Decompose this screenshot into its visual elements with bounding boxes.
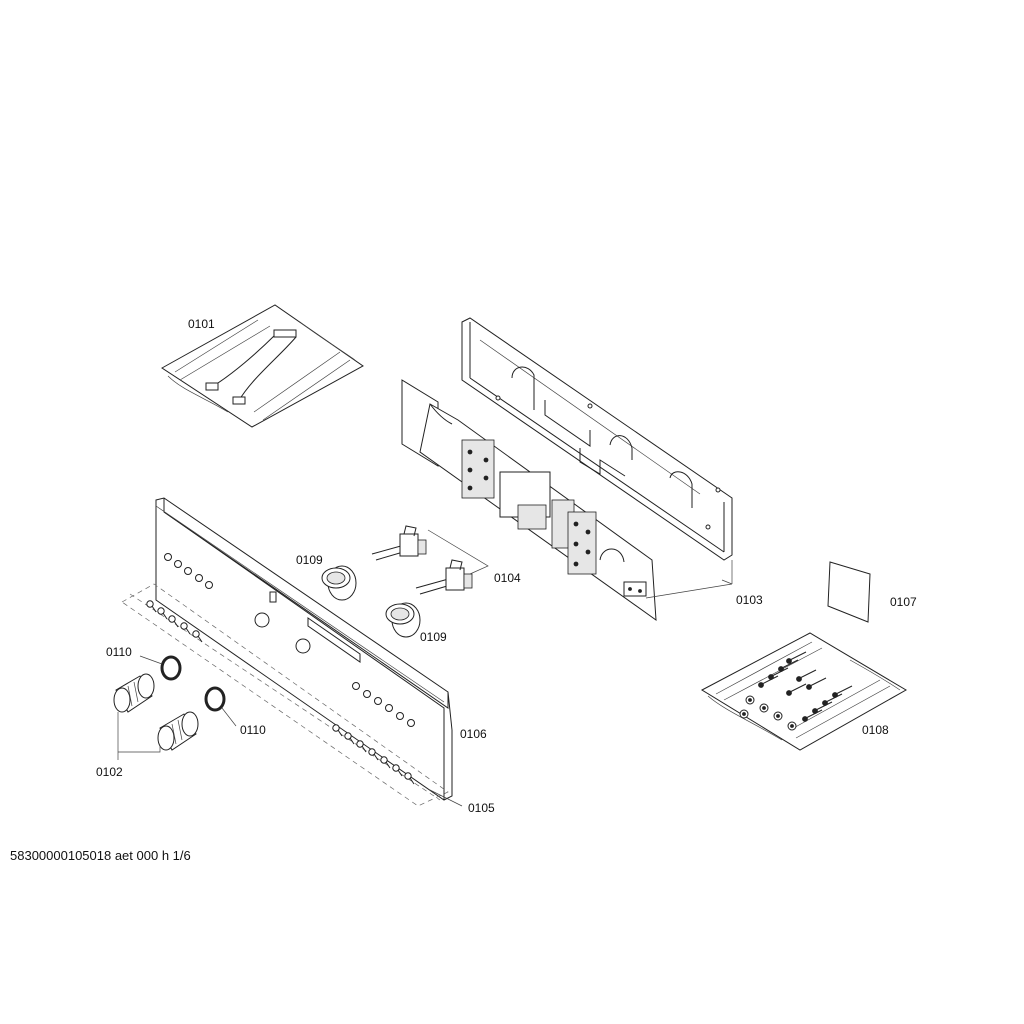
label-0109-lower: 0109 xyxy=(420,630,447,644)
part-0109-sleeve-lower[interactable] xyxy=(385,602,421,638)
part-0108-screw-bag[interactable] xyxy=(700,632,907,751)
part-0102-knob-upper[interactable] xyxy=(113,673,155,713)
washers-row xyxy=(739,695,797,731)
part-0102-knob-lower[interactable] xyxy=(157,711,199,751)
leader-0102 xyxy=(117,712,161,760)
leader-0104 xyxy=(427,529,489,575)
label-0102: 0102 xyxy=(96,765,123,779)
part-0110-ring-upper[interactable] xyxy=(160,655,182,681)
label-0110-upper: 0110 xyxy=(106,645,132,659)
part-0104-switch-lower[interactable] xyxy=(415,559,473,595)
label-0109-upper: 0109 xyxy=(296,553,323,567)
part-0104-switch-upper[interactable] xyxy=(371,525,427,561)
part-0107-label-sheet[interactable] xyxy=(827,561,871,623)
label-0110-lower: 0110 xyxy=(240,723,266,737)
panel-right-buttons xyxy=(352,682,415,727)
screws-row xyxy=(758,651,853,722)
leader-0105 xyxy=(429,789,463,807)
part-0106-control-panel[interactable] xyxy=(155,497,453,801)
label-0104: 0104 xyxy=(494,571,521,585)
leader-0110-upper xyxy=(139,655,163,665)
leader-0103 xyxy=(645,560,733,599)
label-0107: 0107 xyxy=(890,595,917,609)
label-0106: 0106 xyxy=(460,727,487,741)
part-0110-ring-lower[interactable] xyxy=(204,686,226,712)
part-0101-cable-bag[interactable] xyxy=(161,304,364,428)
buttons-left-group xyxy=(146,600,203,643)
panel-left-buttons xyxy=(164,553,213,589)
part-0103-circuit-board[interactable] xyxy=(401,379,657,622)
part-0109-sleeve-upper[interactable] xyxy=(321,565,357,601)
part-0103-frame[interactable] xyxy=(461,317,733,561)
part-0105-button-set[interactable] xyxy=(121,583,449,807)
label-0103: 0103 xyxy=(736,593,763,607)
label-0108: 0108 xyxy=(862,723,889,737)
buttons-right-group xyxy=(332,724,415,785)
leader-0110-lower xyxy=(221,707,237,727)
label-0105: 0105 xyxy=(468,801,495,815)
label-0101: 0101 xyxy=(188,317,215,331)
drawing-id: 58300000105018 aet 000 h 1/6 xyxy=(10,848,191,863)
